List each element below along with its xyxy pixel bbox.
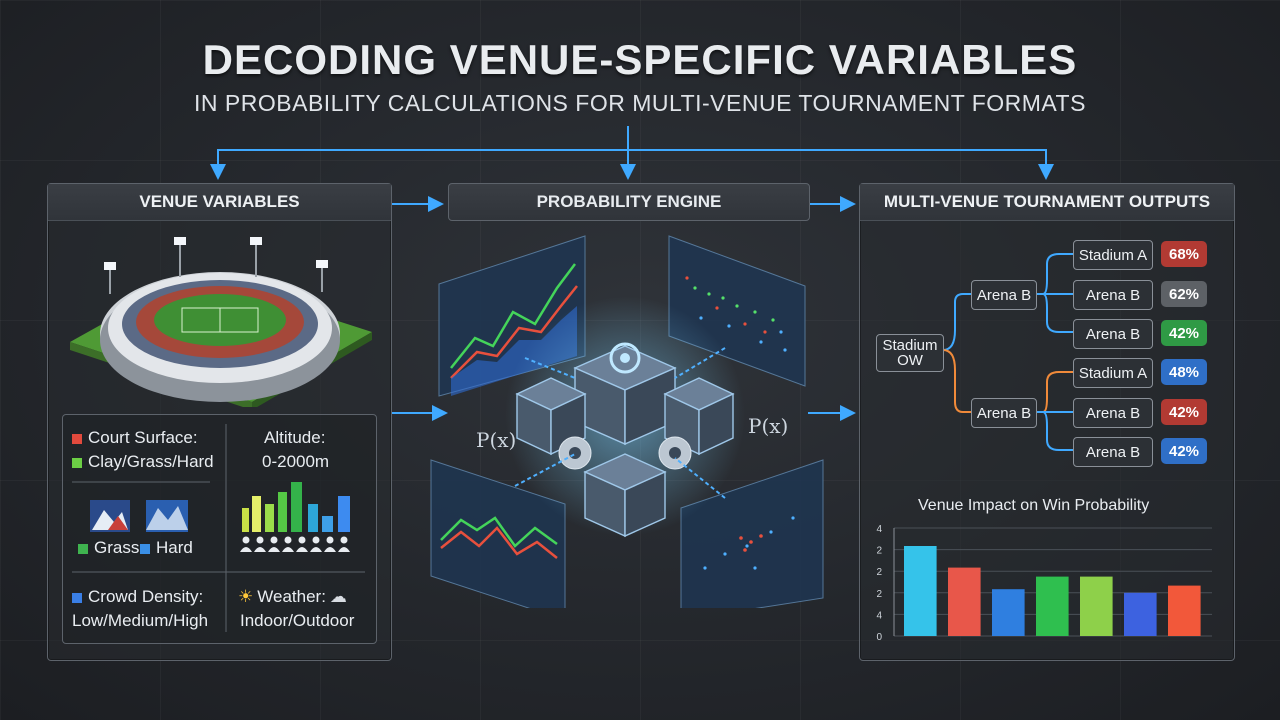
leaf-node-label: Stadium A — [1073, 240, 1153, 270]
root-node-line2: OW — [897, 352, 923, 369]
hard-label: Hard — [140, 538, 193, 558]
weather-value: Indoor/Outdoor — [240, 611, 355, 630]
page-title: DECODING VENUE-SPECIFIC VARIABLES — [202, 36, 1078, 83]
altitude-bars-icon — [240, 482, 350, 552]
crowd-density-label: Crowd Density: — [72, 587, 203, 607]
probability-badge: 68% — [1161, 241, 1207, 267]
probability-badge: 42% — [1161, 320, 1207, 346]
tournament-outputs-title: MULTI-VENUE TOURNAMENT OUTPUTS — [860, 184, 1234, 221]
cloud-icon: ☁ — [329, 587, 347, 606]
chart-bar — [948, 567, 981, 636]
formula-right: P(x) — [748, 414, 789, 438]
court-surface-label: Court Surface: — [72, 428, 198, 448]
chart-bar — [1036, 576, 1069, 636]
root-node: Stadium OW — [876, 334, 944, 372]
crowd-density-label-text: Crowd Density: — [88, 587, 204, 606]
court-surface-value-text: Clay/Grass/Hard — [88, 452, 214, 471]
chart-title: Venue Impact on Win Probability — [918, 497, 1150, 514]
page-subtitle: IN PROBABILITY CALCULATIONS FOR MULTI-VE… — [194, 90, 1086, 116]
y-tick-label: 2 — [876, 546, 882, 557]
root-node-line1: Stadium — [882, 337, 938, 354]
venue-factors-dividers — [72, 424, 365, 632]
leaf-node-label: Arena B — [1073, 437, 1153, 467]
green-square-icon — [78, 543, 88, 554]
weather-label-text: Weather: — [257, 587, 326, 606]
y-tick-label: 4 — [876, 610, 882, 621]
red-square-icon — [72, 433, 82, 444]
chart-bar — [1080, 576, 1113, 636]
hard-label-text: Hard — [156, 538, 193, 557]
leaf-node-label: Stadium A — [1073, 358, 1153, 388]
branch-node-bottom: Arena B — [971, 398, 1037, 428]
altitude-value: 0-2000m — [262, 452, 330, 471]
probability-badge: 42% — [1161, 399, 1207, 425]
decision-tree-lines — [942, 253, 1073, 451]
y-tick-label: 0 — [876, 632, 882, 643]
probability-engine-title: PROBABILITY ENGINE — [448, 183, 810, 221]
branch-node-top: Arena B — [971, 280, 1037, 310]
crowd-density-value: Low/Medium/High — [72, 611, 209, 630]
blue-square-icon — [140, 543, 150, 554]
probability-badge: 62% — [1161, 281, 1207, 307]
y-tick-label: 2 — [876, 589, 882, 600]
surface-icons — [90, 500, 188, 532]
leaf-node-label: Arena B — [1073, 319, 1153, 349]
formula-left: P(x) — [476, 428, 517, 452]
court-surface-value: Clay/Grass/Hard — [72, 452, 214, 472]
y-tick-label: 4 — [876, 524, 882, 535]
stadium-illustration — [70, 237, 372, 407]
grass-label: Grass — [78, 538, 139, 558]
weather-label: ☀Weather:☁ — [238, 587, 347, 607]
green-square-icon — [72, 457, 82, 468]
venue-impact-bar-chart: 0 4 2 2 2 4 — [876, 524, 1212, 643]
sun-icon: ☀ — [238, 587, 254, 606]
court-surface-label-text: Court Surface: — [88, 428, 198, 447]
chart-bar — [1124, 592, 1157, 636]
venue-variables-title: VENUE VARIABLES — [48, 184, 391, 221]
blue-square-icon — [72, 592, 82, 603]
chart-bar — [992, 589, 1025, 636]
altitude-label: Altitude: — [264, 428, 326, 447]
grass-label-text: Grass — [94, 538, 140, 557]
chart-bar — [1168, 585, 1201, 636]
probability-badge: 42% — [1161, 438, 1207, 464]
leaf-node-label: Arena B — [1073, 280, 1153, 310]
probability-engine-illustration — [430, 235, 824, 608]
probability-badge: 48% — [1161, 359, 1207, 385]
chart-bar — [904, 546, 937, 636]
y-tick-label: 2 — [876, 567, 882, 578]
leaf-node-label: Arena B — [1073, 398, 1153, 428]
